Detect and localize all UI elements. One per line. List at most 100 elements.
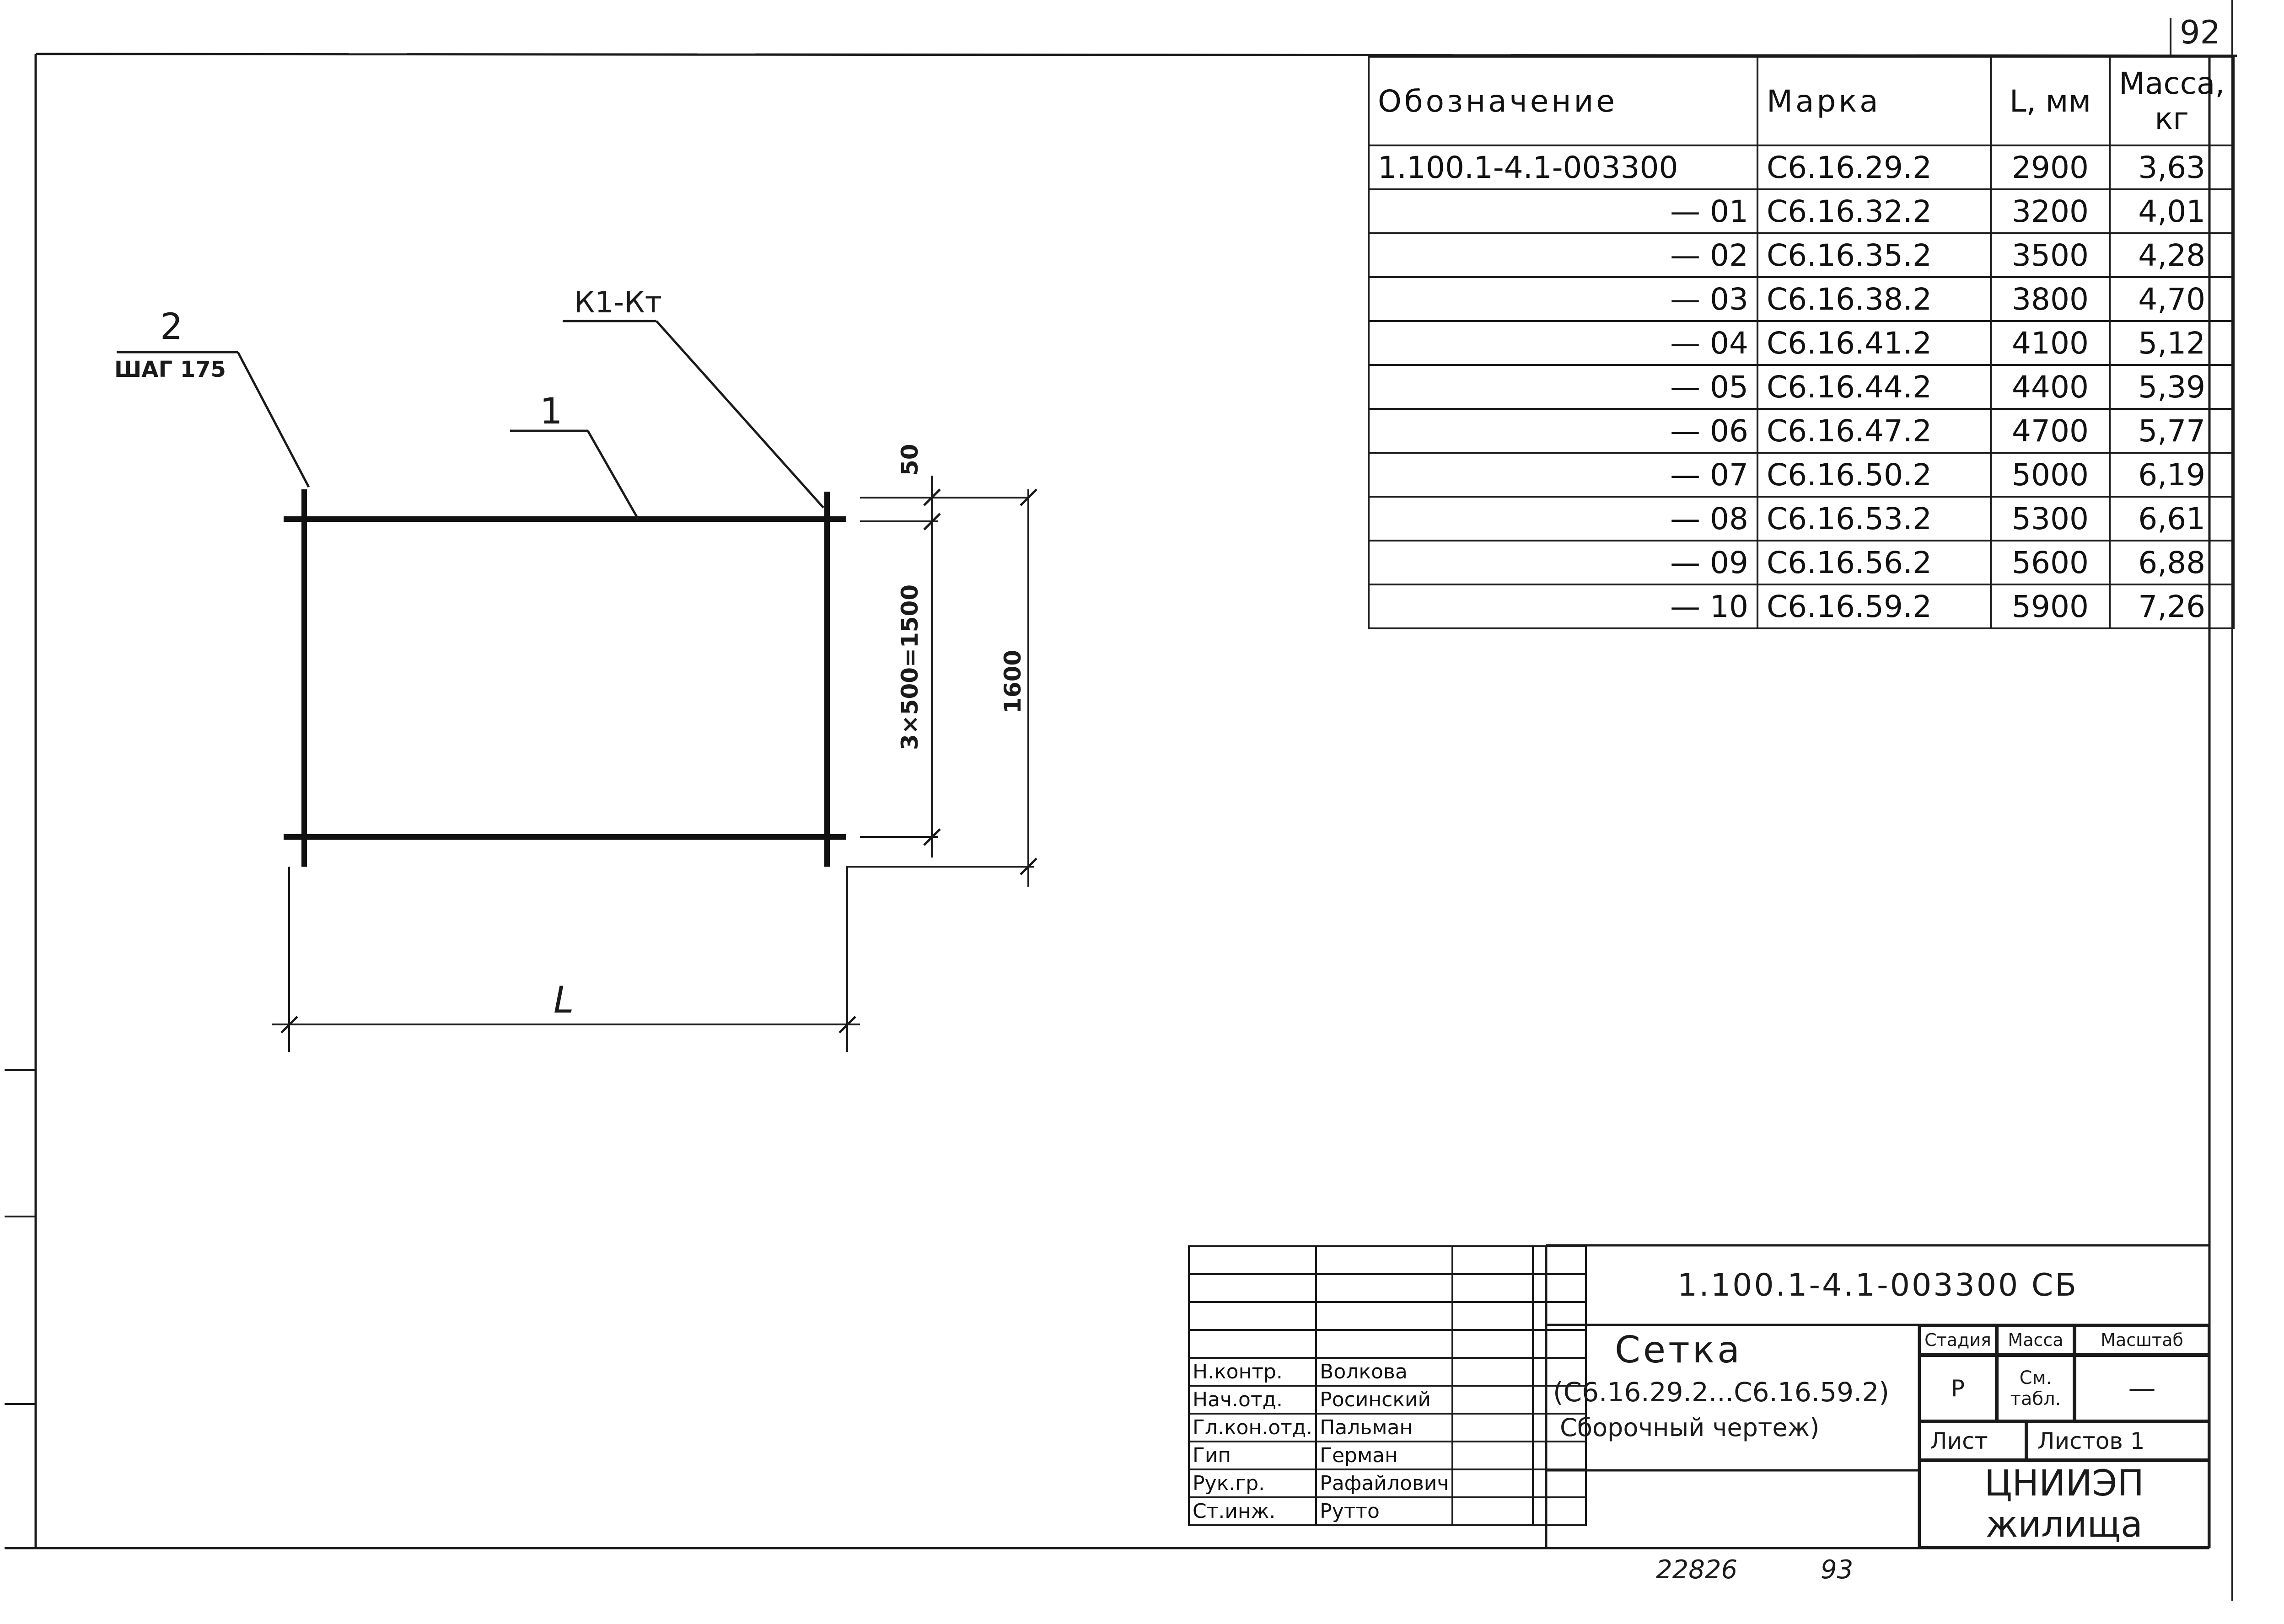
document-code: 1.100.1-4.1-003300 СБ [1677, 1267, 2079, 1303]
dim-tick [838, 1016, 856, 1034]
cell-mass: 6,88 [2108, 540, 2235, 585]
sheet-label: Лист [1919, 1421, 2026, 1460]
organization: ЦНИИЭП жилища [1919, 1460, 2209, 1548]
header-mark: Марка [1757, 56, 1992, 146]
cell-length: 3800 [1990, 276, 2111, 322]
cell-designation: — 10 [1368, 584, 1758, 629]
weld-label: К1-Кт [574, 286, 662, 320]
cell-mark: С6.16.35.2 [1757, 232, 1992, 278]
cell-mark: С6.16.44.2 [1757, 364, 1992, 410]
cell-mass: 4,01 [2108, 188, 2235, 234]
grid-row: Гл.кон.отд.Пальман [1188, 1413, 1587, 1442]
cell-designation: — 05 [1368, 364, 1758, 410]
cell-mark: С6.16.38.2 [1757, 276, 1992, 322]
cell-mass: 5,39 [2108, 364, 2235, 410]
position-2-label: 2 [160, 306, 183, 348]
specification-table: Обозначение Марка L, мм Масса, кг 1.100.… [1368, 56, 2235, 629]
cell-mark: С6.16.59.2 [1757, 584, 1992, 629]
dim-length-label: L [554, 979, 574, 1021]
grid-row: Нач.отд.Росинский [1188, 1385, 1587, 1415]
dim-3x500: 3×500=1500 [897, 584, 923, 750]
dim-1600: 1600 [1000, 649, 1026, 713]
leader-1 [586, 430, 640, 520]
name-cell: Волкова [1315, 1357, 1454, 1387]
cell-mass: 3,63 [2108, 145, 2235, 190]
cell-mark: С6.16.50.2 [1757, 452, 1992, 498]
dim-50: 50 [897, 444, 923, 476]
cell-mark: С6.16.29.2 [1757, 145, 1992, 190]
cell-mass: 6,61 [2108, 496, 2235, 541]
leader-2 [236, 351, 310, 488]
cell-designation: — 03 [1368, 276, 1758, 322]
name-cell: Герман [1315, 1441, 1454, 1470]
dim-tick [923, 513, 941, 531]
inventory-number: 22826 [1656, 1555, 1738, 1585]
cell-designation: — 01 [1368, 188, 1758, 234]
cell-mark: С6.16.32.2 [1757, 188, 1992, 234]
mass-value: См. табл. [1997, 1355, 2074, 1421]
cell-mark: С6.16.53.2 [1757, 496, 1992, 541]
cell-mark: С6.16.56.2 [1757, 540, 1992, 585]
cell-mass: 5,12 [2108, 320, 2235, 366]
name-cell: Пальман [1315, 1413, 1454, 1442]
cell-length: 5600 [1990, 540, 2111, 585]
cell-mass: 6,19 [2108, 452, 2235, 498]
scale-header: Масштаб [2074, 1325, 2209, 1355]
dim-tick [923, 488, 941, 506]
grid-row [1188, 1301, 1587, 1331]
cell-designation: — 06 [1368, 408, 1758, 454]
cell-length: 4400 [1990, 364, 2111, 410]
position-1-label: 1 [540, 391, 563, 432]
cell-mass: 5,77 [2108, 408, 2235, 454]
cell-length: 4700 [1990, 408, 2111, 454]
cell-length: 4100 [1990, 320, 2111, 366]
stage-value: Р [1919, 1355, 1997, 1421]
dim-tick [1020, 858, 1037, 875]
sheet-index: 93 [1821, 1555, 1854, 1585]
cell-designation: — 04 [1368, 320, 1758, 366]
product-name: Сетка [1615, 1329, 1743, 1371]
frame-top [35, 53, 2237, 57]
cell-length: 2900 [1990, 145, 2111, 190]
dim-tick [923, 828, 941, 846]
signature-grid: Н.контр.Волкова Нач.отд.Росинский Гл.кон… [1188, 1245, 1587, 1526]
cell-designation: — 07 [1368, 452, 1758, 498]
cell-length: 5300 [1990, 496, 2111, 541]
product-marks-range: (С6.16.29.2...С6.16.59.2) [1553, 1377, 1889, 1408]
cell-mass: 4,70 [2108, 276, 2235, 322]
drawing-type: Сборочный чертеж) [1560, 1413, 1820, 1442]
cell-designation: 1.100.1-4.1-003300 [1368, 145, 1758, 190]
name-cell: Рафайлович [1315, 1469, 1454, 1498]
grid-row: Рук.гр.Рафайлович [1188, 1469, 1587, 1498]
role-cell: Гип [1188, 1441, 1317, 1470]
role-cell: Гл.кон.отд. [1188, 1413, 1317, 1442]
mass-header: Масса [1997, 1325, 2074, 1355]
cell-length: 5900 [1990, 584, 2111, 629]
cell-mass: 4,28 [2108, 232, 2235, 278]
scale-value: — [2074, 1355, 2209, 1421]
role-cell: Рук.гр. [1188, 1469, 1317, 1498]
grid-row [1188, 1273, 1587, 1303]
header-mass: Масса, кг [2108, 56, 2235, 146]
leader-weld [656, 320, 824, 509]
role-cell: Ст.инж. [1188, 1496, 1317, 1526]
header-length: L, мм [1990, 56, 2111, 146]
grid-row [1188, 1245, 1587, 1275]
dim-tick [280, 1016, 298, 1034]
role-cell: Нач.отд. [1188, 1385, 1317, 1415]
cell-length: 3500 [1990, 232, 2111, 278]
cell-length: 5000 [1990, 452, 2111, 498]
stage-header: Стадия [1919, 1325, 1997, 1355]
position-2-step: ШАГ 175 [114, 357, 226, 382]
grid-row [1188, 1329, 1587, 1359]
